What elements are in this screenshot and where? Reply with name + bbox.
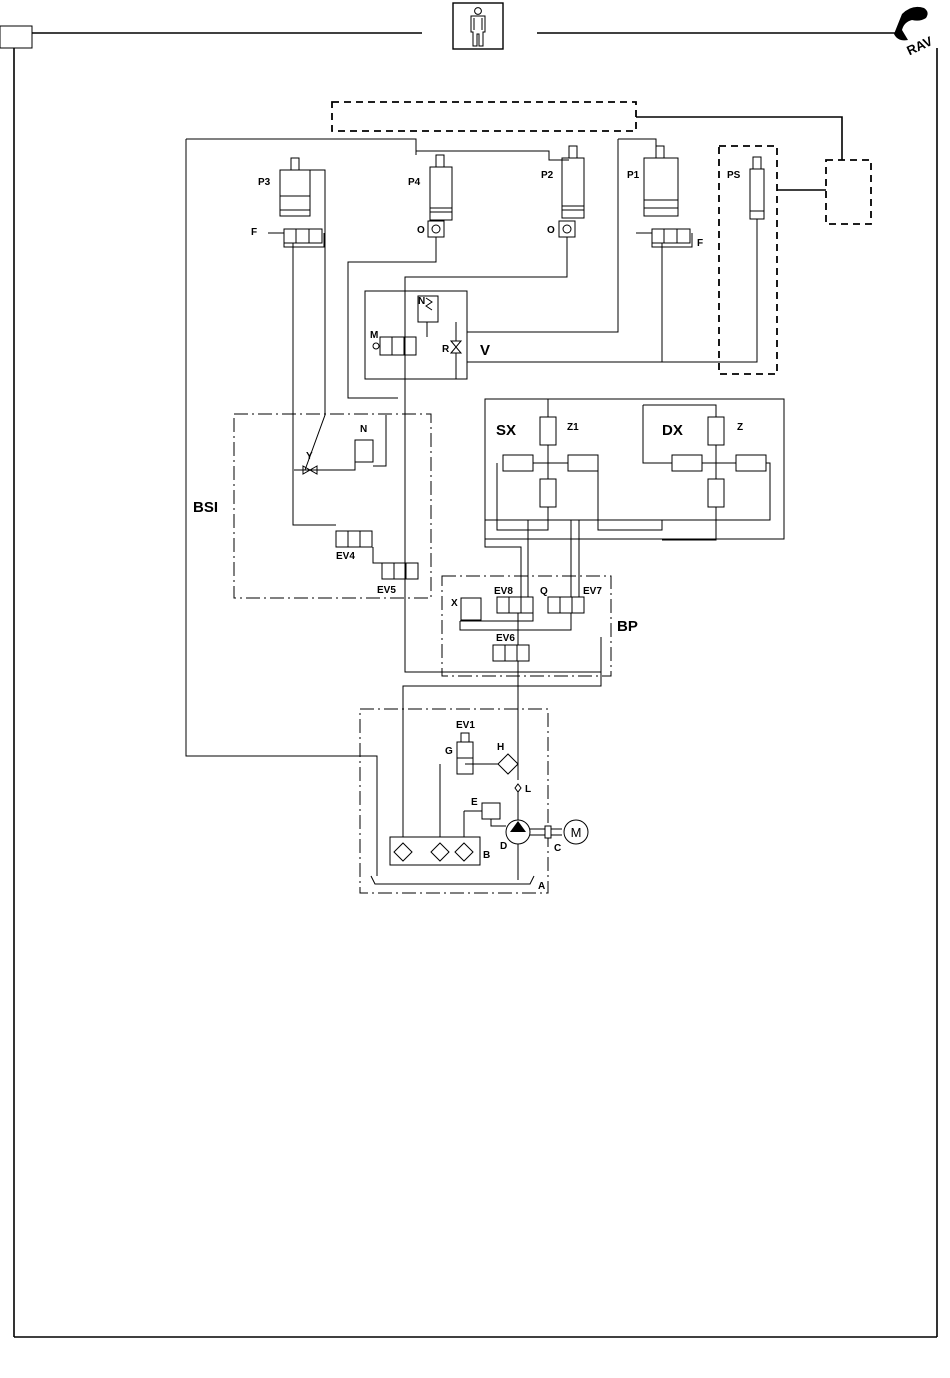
motor-label: M xyxy=(571,825,582,840)
label-v: V xyxy=(480,342,490,359)
label-p1: P1 xyxy=(627,170,640,181)
operator-person-icon xyxy=(453,3,503,49)
label-e: E xyxy=(471,797,478,808)
control-box-right xyxy=(826,160,871,224)
label-c: C xyxy=(554,843,561,854)
label-h: H xyxy=(497,742,504,753)
cylinder-p1 xyxy=(644,146,678,216)
logo-text: RAV xyxy=(904,33,935,58)
page-frame xyxy=(0,26,937,1337)
label-x: X xyxy=(451,598,458,609)
label-n-mid: N xyxy=(360,424,367,435)
label-bsi: BSI xyxy=(193,499,218,516)
valve-ev1 xyxy=(457,733,473,774)
label-p2: P2 xyxy=(541,170,554,181)
cylinder-p3 xyxy=(280,158,310,216)
label-ev1: EV1 xyxy=(456,720,475,731)
label-y: Y xyxy=(306,451,313,462)
label-ev7: EV7 xyxy=(583,586,602,597)
cylinder-p4 xyxy=(430,155,452,220)
valve-ev5 xyxy=(382,563,418,579)
valve-n-mid xyxy=(355,440,373,462)
label-bp: BP xyxy=(617,618,638,635)
label-ev6: EV6 xyxy=(496,633,515,644)
valve-o-p4 xyxy=(428,221,444,237)
label-z1: Z1 xyxy=(567,422,579,433)
label-z: Z xyxy=(737,422,743,433)
valve-o-p2 xyxy=(559,221,575,237)
label-dx: DX xyxy=(662,422,683,439)
brand-logo-icon: RAV xyxy=(894,7,935,58)
label-d: D xyxy=(500,841,507,852)
label-b: B xyxy=(483,850,490,861)
coupling-c xyxy=(530,826,562,838)
label-n-top: N xyxy=(418,296,425,307)
cylinder-p2 xyxy=(562,146,584,218)
label-ev5: EV5 xyxy=(377,585,396,596)
label-f-right: F xyxy=(697,238,703,249)
valve-block-v xyxy=(365,291,467,379)
valve-f-left xyxy=(268,229,324,247)
motor-m: M xyxy=(564,820,588,844)
control-box-top xyxy=(332,102,636,131)
cylinder-ps xyxy=(750,157,764,219)
label-sx: SX xyxy=(496,422,516,439)
relief-valve-e xyxy=(482,803,500,819)
tank-filters-b xyxy=(390,837,480,865)
label-ps: PS xyxy=(727,170,741,181)
valve-ev7 xyxy=(548,597,584,613)
label-p3: P3 xyxy=(258,177,271,188)
label-m: M xyxy=(370,330,378,341)
label-f-left: F xyxy=(251,227,257,238)
label-r: R xyxy=(442,344,450,355)
valve-ev8 xyxy=(497,597,533,613)
label-ev4: EV4 xyxy=(336,551,355,562)
label-o-right: O xyxy=(547,225,555,236)
label-ev8: EV8 xyxy=(494,586,513,597)
label-q: Q xyxy=(540,586,548,597)
label-l: L xyxy=(525,784,531,795)
pump-d xyxy=(506,820,530,844)
valve-f-right xyxy=(636,229,692,247)
label-o-left: O xyxy=(417,225,425,236)
valve-ev4 xyxy=(336,531,372,547)
filter-h xyxy=(498,754,518,774)
label-a: A xyxy=(538,881,545,892)
relief-valve-x xyxy=(461,598,481,620)
check-valve-l xyxy=(515,784,521,792)
label-g: G xyxy=(445,746,453,757)
valve-ev6 xyxy=(493,645,529,661)
label-p4: P4 xyxy=(408,177,421,188)
